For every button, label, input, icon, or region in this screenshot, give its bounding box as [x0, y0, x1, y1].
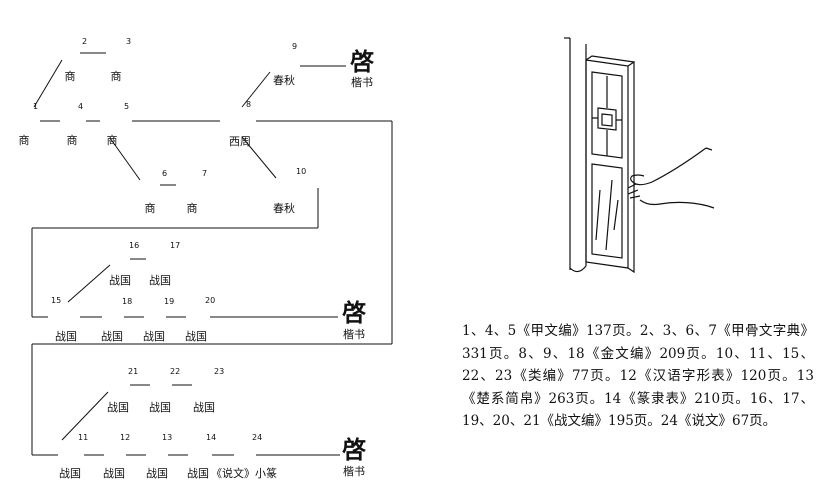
period-3: 商: [110, 70, 122, 83]
node-number-9: 9: [292, 42, 298, 51]
period-2: 商: [64, 70, 76, 83]
kaishu-label: 楷书: [343, 465, 365, 478]
node-number-24: 24: [252, 433, 263, 442]
node-number-13: 13: [162, 433, 173, 442]
period-14: 战国: [187, 467, 209, 480]
period-10: 春秋: [273, 202, 295, 215]
node-number-6: 6: [162, 169, 168, 178]
kaishu-glyph: 啓: [342, 435, 366, 464]
period-4: 商: [66, 134, 78, 147]
node-number-20: 20: [205, 296, 216, 305]
node-number-19: 19: [164, 297, 175, 306]
period-8: 西周: [229, 135, 251, 148]
period-11: 战国: [59, 467, 81, 480]
node-number-22: 22: [170, 367, 181, 376]
kaishu-glyph: 啓: [342, 298, 366, 327]
period-5: 商: [106, 134, 118, 147]
period-23: 战国: [193, 401, 215, 414]
period-17: 战国: [149, 274, 171, 287]
node-number-3: 3: [126, 37, 132, 46]
node-number-8: 8: [246, 100, 252, 109]
node-number-14: 14: [206, 433, 217, 442]
node-number-15: 15: [51, 296, 62, 305]
period-6: 商: [144, 202, 156, 215]
period-7: 商: [186, 202, 198, 215]
node-number-16: 16: [129, 241, 140, 250]
kaishu-glyph: 啓: [350, 47, 374, 76]
period-18: 战国: [101, 330, 123, 343]
period-13: 战国: [146, 467, 168, 480]
node-number-23: 23: [214, 367, 225, 376]
node-number-17: 17: [170, 241, 181, 250]
period-12: 战国: [103, 467, 125, 480]
node-number-12: 12: [120, 433, 131, 442]
node-number-11: 11: [78, 433, 89, 442]
node-number-2: 2: [82, 37, 88, 46]
kaishu-label: 楷书: [343, 328, 365, 341]
kaishu-label: 楷书: [351, 76, 373, 89]
period-9: 春秋: [273, 74, 295, 87]
node-number-7: 7: [202, 169, 208, 178]
period-16: 战国: [109, 274, 131, 287]
node-number-5: 5: [124, 102, 130, 111]
period-20: 战国: [185, 330, 207, 343]
period-15: 战国: [55, 330, 77, 343]
node-number-10: 10: [296, 167, 307, 176]
period-19: 战国: [143, 330, 165, 343]
door-opening-illustration: [564, 37, 715, 274]
node-number-21: 21: [128, 367, 139, 376]
node-number-1: 1: [33, 102, 39, 111]
period-22: 战国: [149, 401, 171, 414]
node-number-4: 4: [78, 102, 84, 111]
citation-text: 1、4、5《甲文编》137页。2、3、6、7《甲骨文字典》331页。8、9、18…: [462, 323, 814, 429]
period-24: 《说文》小篆: [211, 467, 277, 480]
period-1: 商: [18, 134, 30, 147]
period-21: 战国: [107, 401, 129, 414]
node-number-18: 18: [122, 297, 133, 306]
